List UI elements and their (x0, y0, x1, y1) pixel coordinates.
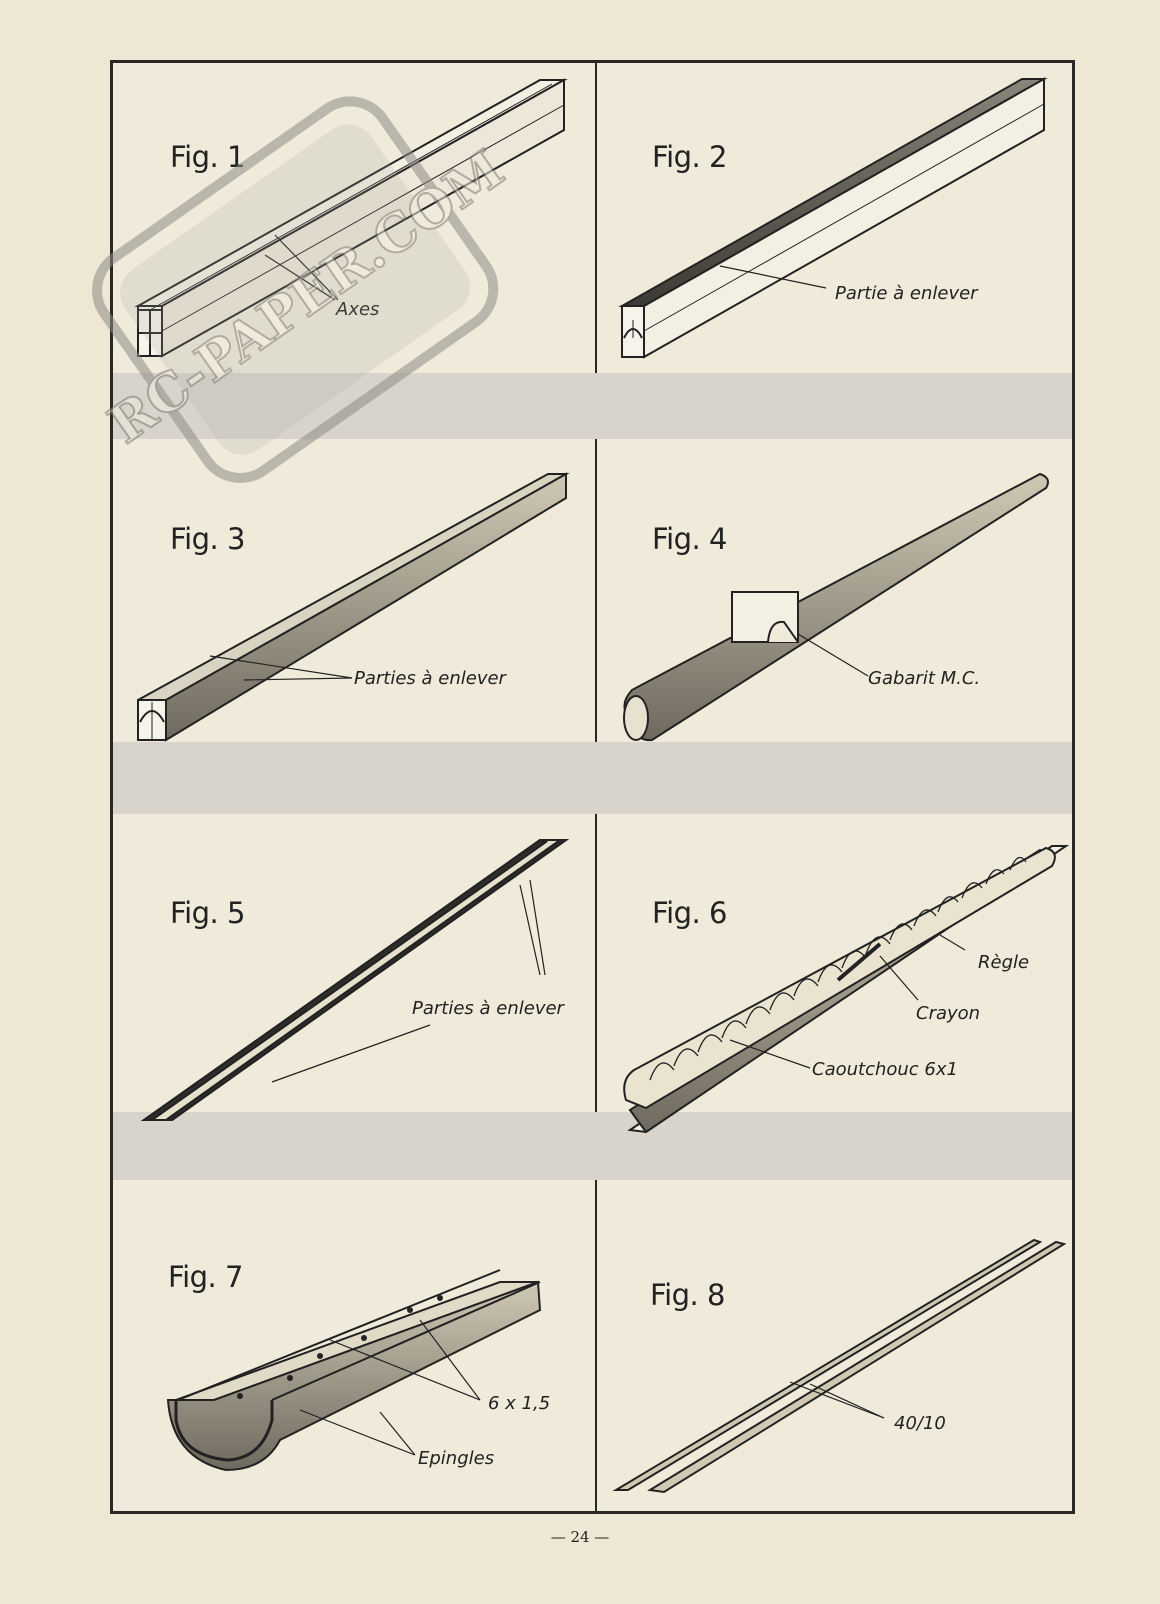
page-number: — 24 — (550, 1528, 610, 1546)
fig4-label: Fig. 4 (652, 522, 727, 556)
fig2-label: Fig. 2 (652, 140, 727, 174)
fig6-label: Fig. 6 (652, 896, 727, 930)
fig3-drawing (137, 472, 570, 742)
fig1-label: Fig. 1 (170, 140, 245, 174)
fig6-callout-caoutchouc: Caoutchouc 6x1 (812, 1059, 958, 1080)
separator-band-2 (113, 742, 1072, 814)
fig8-label: Fig. 8 (650, 1278, 725, 1312)
fig8-callout-40-10: 40/10 (894, 1413, 946, 1434)
fig3-callout-parties: Parties à enlever (354, 668, 506, 689)
watermark-stamp: RC-PAPER.COM (92, 96, 516, 483)
fig4-drawing (623, 472, 1049, 742)
fig3-label: Fig. 3 (170, 522, 245, 556)
fig7-callout-epingles: Epingles (418, 1448, 495, 1469)
figure-plate (110, 60, 1075, 1514)
fig4-callout-gabarit: Gabarit M.C. (868, 668, 981, 689)
fig2-callout-partie: Partie à enlever (835, 283, 978, 304)
fig5-drawing (140, 838, 570, 1121)
divider-row-4 (595, 1180, 597, 1514)
separator-band-1 (113, 373, 1072, 439)
separator-band-3 (113, 1112, 1072, 1180)
fig5-label: Fig. 5 (170, 896, 245, 930)
fig6-drawing (623, 845, 1070, 1134)
divider-row-2 (595, 439, 597, 742)
fig2-drawing (618, 77, 1048, 359)
fig1-drawing (134, 78, 568, 358)
fig7-drawing (166, 1269, 542, 1472)
fig5-callout-parties: Parties à enlever (412, 998, 564, 1019)
fig7-label: Fig. 7 (168, 1260, 243, 1294)
fig6-callout-crayon: Crayon (916, 1003, 981, 1024)
fig8-drawing (612, 1238, 1067, 1494)
divider-row-1 (595, 63, 597, 373)
fig7-callout-6x1-5: 6 x 1,5 (488, 1393, 551, 1414)
fig1-callout-axes: Axes (336, 299, 380, 320)
fig6-callout-regle: Règle (978, 952, 1030, 973)
divider-row-3 (595, 814, 597, 1112)
